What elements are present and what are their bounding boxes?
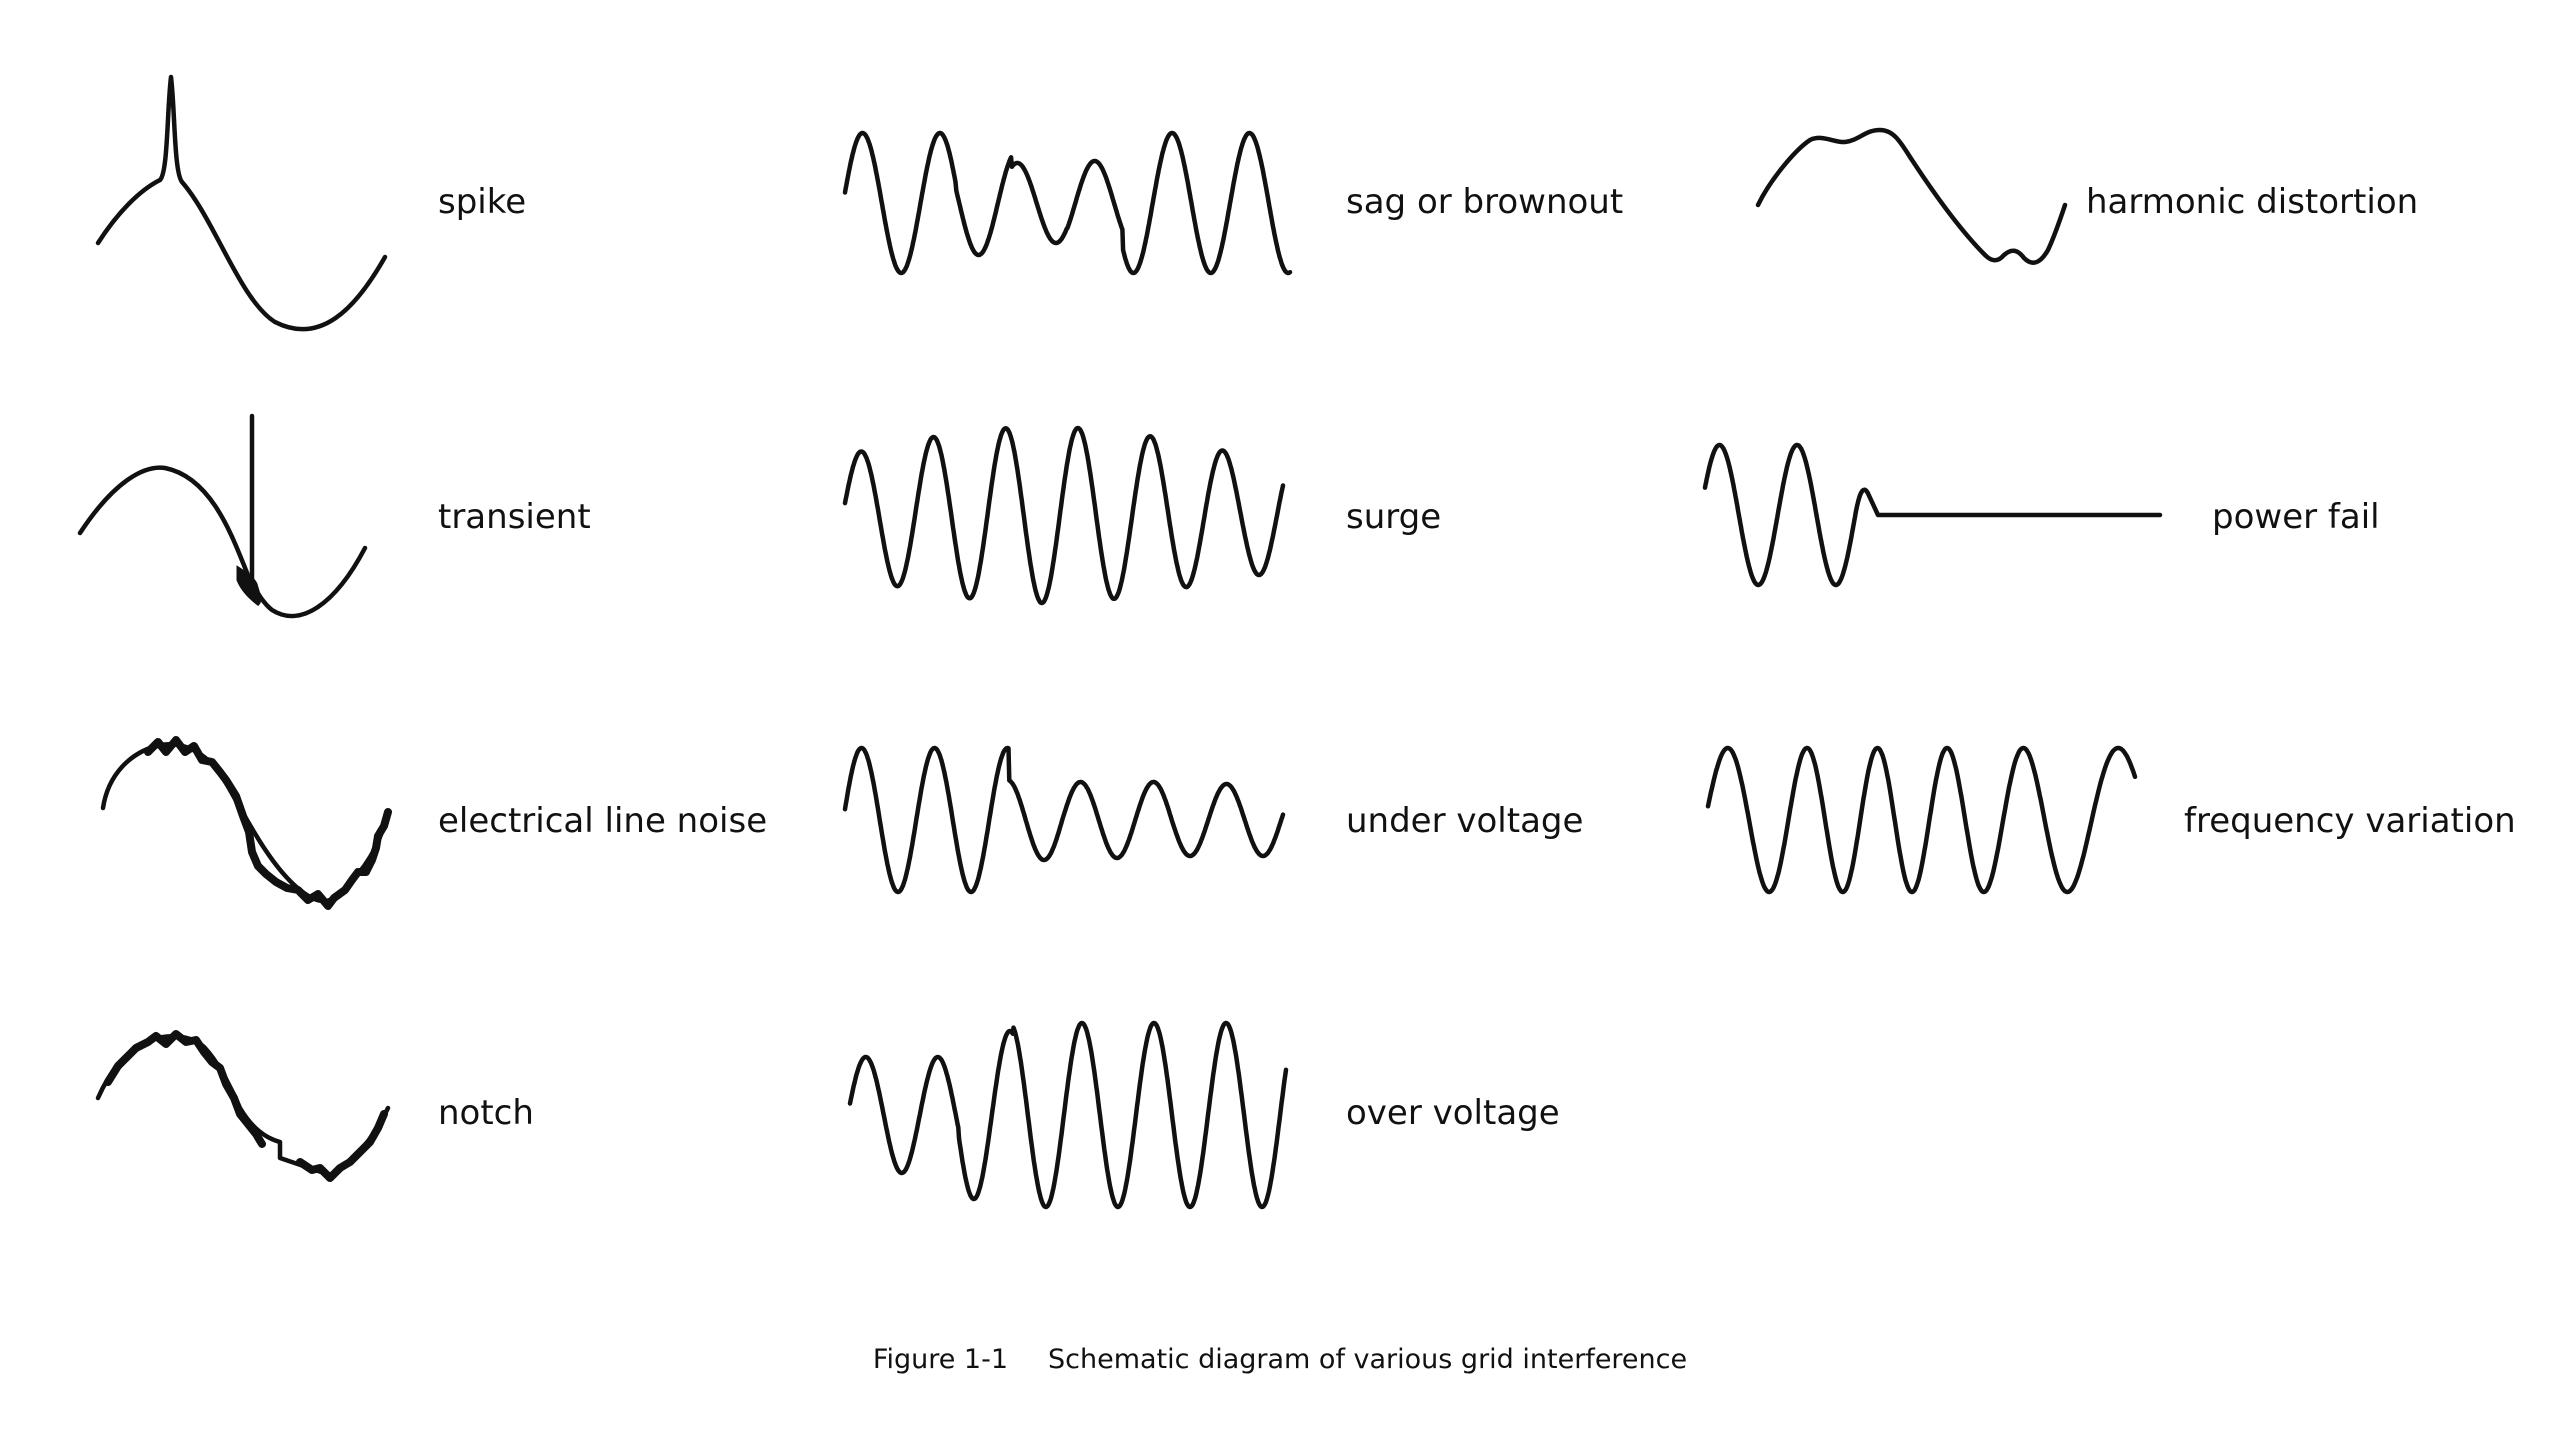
label-under-voltage: under voltage xyxy=(1346,801,1584,841)
label-spike: spike xyxy=(438,182,527,222)
sag-waveform-line xyxy=(842,130,1293,276)
label-sag-or-brownout: sag or brownout xyxy=(1346,182,1624,222)
label-harmonic-distortion: harmonic distortion xyxy=(2086,182,2419,222)
under-voltage-waveform xyxy=(842,745,1286,895)
label-notch: notch xyxy=(438,1093,534,1133)
power-fail-waveform xyxy=(1702,442,2163,588)
line-noise-jitter xyxy=(144,736,392,910)
frequency-variation-waveform-line xyxy=(1705,745,2138,895)
surge-waveform-line xyxy=(842,425,1286,606)
under-voltage-waveform-line xyxy=(842,745,1286,895)
surge-waveform xyxy=(842,425,1286,606)
transient-waveform-line xyxy=(77,465,368,619)
label-electrical-line-noise: electrical line noise xyxy=(438,801,768,841)
power-fail-waveform-line xyxy=(1702,442,2163,588)
notch-jitter xyxy=(104,1030,388,1182)
harmonic-waveform-line xyxy=(1755,127,2068,265)
frequency-variation-waveform xyxy=(1705,745,2138,895)
spike-waveform-line xyxy=(95,74,388,332)
figure-caption: Figure 1-1 Schematic diagram of various g… xyxy=(0,1344,2560,1375)
spike-waveform xyxy=(95,74,388,332)
line-noise-waveform xyxy=(100,736,392,910)
figure-caption-text: Schematic diagram of various grid interf… xyxy=(1048,1344,1688,1375)
label-power-fail: power fail xyxy=(2212,497,2380,537)
label-transient: transient xyxy=(438,497,591,537)
label-frequency-variation: frequency variation xyxy=(2184,801,2516,841)
label-over-voltage: over voltage xyxy=(1346,1093,1560,1133)
notch-waveform-line xyxy=(95,1034,391,1178)
notch-waveform xyxy=(95,1030,391,1182)
harmonic-waveform xyxy=(1755,127,2068,265)
transient-waveform xyxy=(77,413,368,619)
over-voltage-waveform-line xyxy=(847,1020,1289,1210)
figure-number: Figure 1-1 xyxy=(872,1344,1008,1375)
over-voltage-waveform xyxy=(847,1020,1289,1210)
transient-blob xyxy=(236,565,262,606)
label-surge: surge xyxy=(1346,497,1442,537)
sag-waveform xyxy=(842,130,1293,276)
